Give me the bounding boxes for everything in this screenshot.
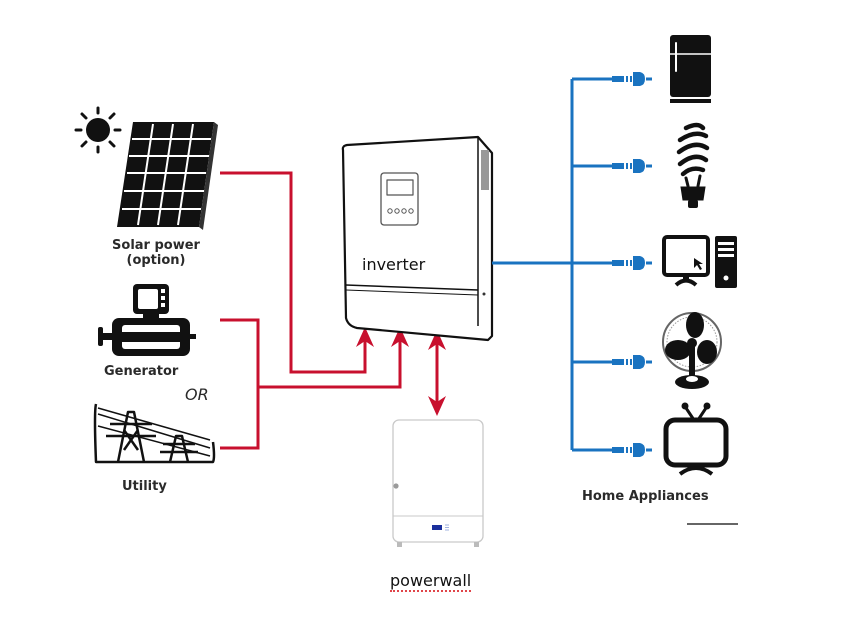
sun-icon [74,106,122,154]
light-bulb-icon [676,122,710,208]
utility-label: Utility [122,479,167,494]
powerwall-label: powerwall [390,571,472,592]
fan-icon [662,312,722,389]
solar-label-line1: Solar power [112,238,200,253]
plug-icon-television [612,443,652,457]
solar-label: Solar power (option) [96,238,216,268]
solar-wire [220,171,367,374]
battery-arrow-down-icon [428,396,446,416]
solar-label-line2: (option) [126,253,186,268]
plug-icon-fan [612,355,652,369]
plugs [612,72,652,457]
computer-icon [662,235,737,288]
plug-icon-refrigerator [612,72,652,86]
or-label: OR [185,385,209,404]
plug-icon-computer [612,256,652,270]
utility-tower-icon [93,403,216,464]
grid-arrow-icon [391,327,409,347]
input-arrows [356,327,446,416]
solar-arrow-icon [356,327,374,347]
television-icon [663,402,729,476]
battery-arrow-up-icon [428,330,446,350]
input-wiring [220,171,439,450]
output-wiring [492,77,612,452]
solar-panel-icon [117,122,218,230]
generator-wire [220,318,260,450]
generator-icon [98,284,196,356]
powerwall-battery [392,419,484,547]
inverter-label: inverter [362,255,426,274]
refrigerator-icon [670,35,711,103]
plug-icon-light-bulb [612,159,652,173]
inverter-device [341,135,494,342]
home-appliances-label: Home Appliances [582,489,709,504]
generator-label: Generator [104,364,179,379]
utility-wire [258,338,402,389]
